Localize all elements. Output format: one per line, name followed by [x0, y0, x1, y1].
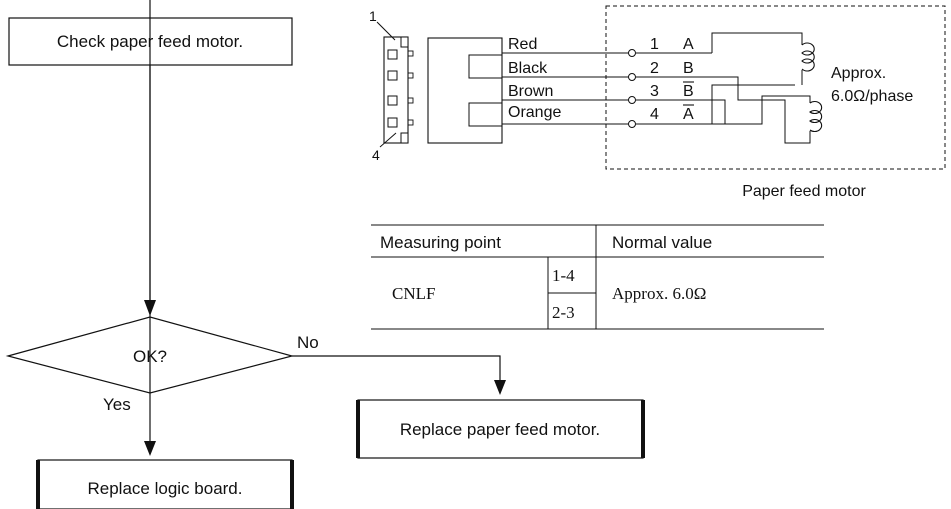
coil-upper	[801, 42, 815, 72]
wire-label-red: Red	[508, 36, 537, 53]
pin-num-3: 3	[650, 83, 659, 100]
pin-top-leader	[376, 21, 396, 41]
pin-num-4: 4	[650, 106, 659, 123]
no-label: No	[297, 333, 319, 352]
table-header-point: Measuring point	[380, 233, 501, 252]
phase-a: A	[683, 36, 694, 53]
motor-label: Paper feed motor	[742, 183, 866, 200]
phase-b-bar: B	[683, 83, 694, 100]
coil-label-line1: Approx.	[831, 65, 886, 82]
table-connector: CNLF	[392, 284, 435, 303]
coil-label-line2: 6.0Ω/phase	[831, 88, 913, 105]
terminal-1	[628, 49, 636, 57]
arrow-to-no-action	[494, 380, 506, 395]
measure-table	[371, 224, 824, 330]
coil-lower	[809, 100, 823, 133]
wire-label-brown: Brown	[508, 83, 553, 100]
terminal-3	[628, 96, 636, 104]
phase-b: B	[683, 60, 694, 77]
pin-bottom-leader	[379, 132, 397, 148]
table-pair-1: 1-4	[552, 266, 575, 285]
motor-windings	[711, 32, 811, 144]
table-value: Approx. 6.0Ω	[612, 284, 706, 303]
table-pair-2: 2-3	[552, 303, 575, 322]
yes-label: Yes	[103, 395, 131, 414]
no-action-label: Replace paper feed motor.	[400, 420, 600, 439]
terminal-2	[628, 73, 636, 81]
yes-action-label: Replace logic board.	[88, 479, 243, 498]
pin-num-2: 2	[650, 60, 659, 77]
table-header-value: Normal value	[612, 233, 712, 252]
pin-bottom-label: 4	[372, 147, 380, 163]
phase-a-bar: A	[683, 106, 694, 123]
wire-label-black: Black	[508, 60, 548, 77]
no-branch-line	[292, 355, 501, 380]
connector-plug	[383, 36, 414, 144]
motor-boundary	[605, 5, 946, 170]
wire-label-orange: Orange	[508, 104, 561, 121]
pin-top-label: 1	[369, 8, 377, 24]
arrow-to-yes-action	[144, 441, 156, 456]
terminal-4	[628, 120, 636, 128]
pin-num-1: 1	[650, 36, 659, 53]
harness-housing	[427, 37, 503, 144]
